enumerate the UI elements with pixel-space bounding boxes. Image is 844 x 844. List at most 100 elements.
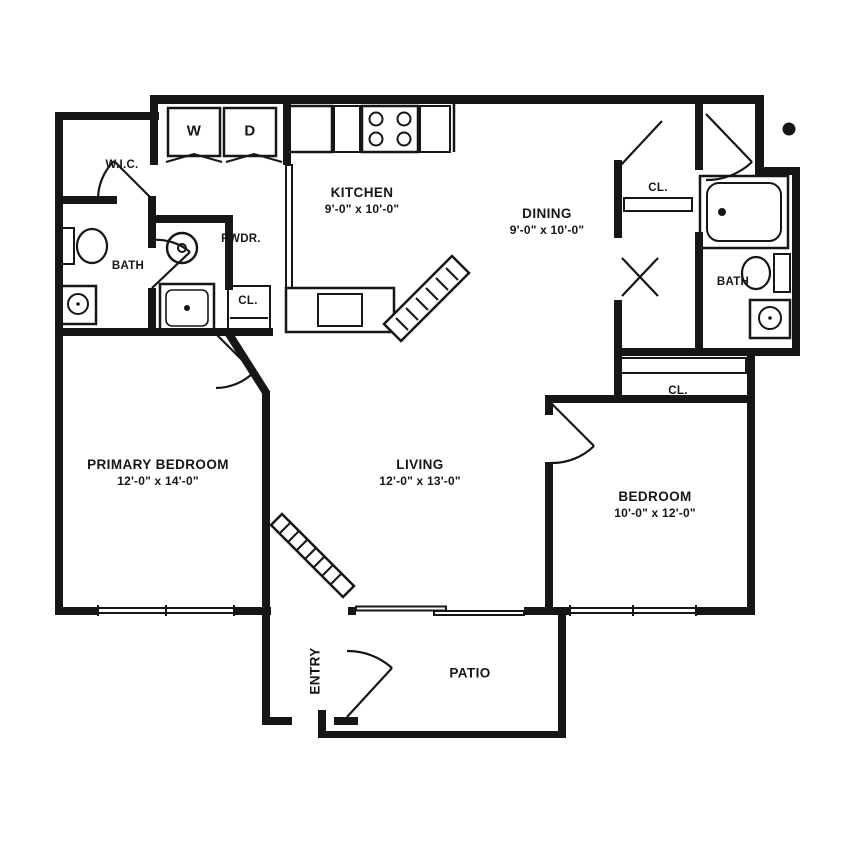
wall-powder-right (225, 218, 233, 290)
windows (97, 605, 697, 616)
primary-window (97, 605, 235, 616)
toilet-tank-icon (59, 227, 75, 265)
wall-angled (225, 331, 271, 397)
tub-basin (706, 182, 782, 242)
washer-box (166, 106, 222, 158)
hall-double-doors (621, 257, 659, 297)
wall-bedroom-left (545, 462, 553, 615)
room-label-patio: PATIO (449, 666, 490, 683)
room-label-bath-left: BATH (112, 259, 144, 273)
corner-fireplace (269, 512, 356, 599)
vanity-sink-fixture (58, 284, 98, 326)
washer-letter: W (186, 122, 202, 140)
closet-top-right-name: CL. (648, 181, 668, 194)
wall-entry-bottom-left (262, 717, 292, 725)
shower-fixture (158, 282, 216, 334)
powder-name: PWDR. (221, 232, 261, 245)
burner-icon (396, 111, 412, 127)
walls (55, 95, 800, 738)
toilet-tank-icon (773, 253, 791, 293)
room-label-bath-right: BATH (717, 275, 749, 289)
wall-patio-step (318, 710, 326, 738)
wall-entry-bottom-right (334, 717, 358, 725)
wall-wic-top (55, 112, 159, 120)
closet-hall-name: CL. (238, 294, 258, 307)
wall-bedroom-top (545, 395, 755, 403)
kitchen-dims: 9'-0" x 10'-0" (324, 201, 400, 216)
room-label-powder: PWDR. (221, 232, 261, 246)
bedroom-window (569, 605, 697, 616)
dryer-label: D (244, 123, 255, 142)
cabinet-fixture (419, 105, 451, 153)
living-name: LIVING (396, 457, 444, 473)
patio-name: PATIO (449, 665, 491, 681)
vanity-sink-fixture (748, 298, 792, 340)
label-closet-hall: CL. (238, 294, 257, 308)
kitchen-fixtures (284, 104, 471, 343)
exterior-fixture-dot (782, 122, 796, 136)
breakfast-bar (382, 254, 471, 343)
bath-left-name: BATH (111, 259, 145, 272)
wall-wic-bottom (55, 196, 117, 204)
wall-bath-top (755, 167, 800, 175)
room-label-kitchen: KITCHEN 9'-0" x 10'-0" (325, 185, 400, 217)
sink-bowl-icon (758, 306, 782, 330)
bath-left-fixtures (58, 227, 216, 334)
wall-patio-right (558, 607, 566, 738)
primary-door-swing (215, 333, 255, 390)
pedestal-sink-icon (165, 231, 199, 265)
sink-cabinet-fixture (317, 293, 363, 327)
room-label-entry: ENTRY (308, 647, 325, 694)
tub-drain-icon (718, 208, 726, 216)
washer-label: W (187, 123, 202, 142)
closet-bedroom-name: CL. (668, 384, 688, 397)
wic-name: W.I.C. (105, 158, 139, 171)
wall-hall-closet-left (614, 160, 622, 238)
wall-entry-left (262, 611, 270, 725)
wall-closet-top (614, 348, 800, 356)
dining-name: DINING (522, 206, 572, 222)
primary-bedroom-name: PRIMARY BEDROOM (87, 457, 229, 473)
toilet-icon (740, 255, 772, 291)
label-closet-bedroom: CL. (668, 384, 687, 398)
breakfast-bar-hatch (395, 267, 459, 331)
refrigerator-fixture (286, 104, 334, 154)
patio-sliding-door (355, 605, 525, 616)
wall-bedroom-left-stub (545, 395, 553, 415)
wall-top (150, 95, 764, 104)
bedroom-name: BEDROOM (618, 489, 692, 505)
wall-closet-left (614, 348, 622, 403)
wall-powder-top (150, 215, 233, 223)
wall-left (55, 112, 63, 615)
entry-door-swing (346, 649, 393, 718)
bath-right-door-swing (705, 113, 753, 182)
cabinet-fixture (333, 105, 361, 153)
dryer-box (222, 106, 278, 158)
wall-hall-lower (614, 300, 622, 348)
toilet-icon (75, 227, 109, 265)
fireplace-hatch (279, 522, 342, 585)
kitchen-name: KITCHEN (330, 185, 394, 201)
living-dims: 12'-0" x 13'-0" (379, 473, 461, 488)
primary-bedroom-dims: 12'-0" x 14'-0" (117, 473, 199, 488)
laundry-bifold-doors (165, 152, 283, 163)
sink-bowl-icon (67, 293, 89, 315)
bath-left-door-swing (151, 238, 191, 289)
room-label-wic: W.I.C. (105, 158, 138, 172)
pedestal-sink-center (177, 243, 187, 253)
closet-shelf (623, 197, 693, 212)
wall-patio-bottom (318, 731, 566, 738)
wall-bath-hall-lower (695, 232, 703, 356)
label-closet-top-right: CL. (648, 181, 667, 195)
bath-right-fixtures (698, 174, 792, 340)
bath-right-name: BATH (716, 275, 750, 288)
burner-icon (368, 131, 384, 147)
dryer-letter: D (244, 122, 256, 140)
shower-drain-icon (184, 305, 190, 311)
wall-laundry-left (150, 95, 158, 165)
dining-dims: 9'-0" x 10'-0" (509, 222, 585, 237)
wic-door-swing (96, 160, 153, 200)
room-label-living: LIVING 12'-0" x 13'-0" (379, 457, 460, 489)
bedroom-dims: 10'-0" x 12'-0" (614, 505, 696, 520)
